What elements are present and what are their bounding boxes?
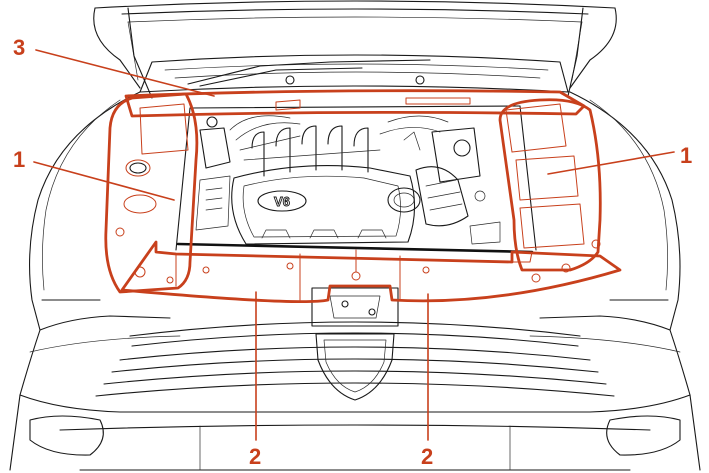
- windscreen-cowl: [139, 54, 569, 93]
- highlighted-parts: [104, 89, 622, 304]
- open-bonnet: [93, 0, 617, 99]
- leader-lines: [33, 49, 675, 441]
- scuttle-cover: [124, 89, 586, 118]
- front-fascia: [19, 287, 691, 471]
- right-wing: [569, 91, 701, 471]
- front-panel-cover: [120, 240, 622, 304]
- left-side-cover: [104, 92, 199, 294]
- grille-badge: [315, 333, 395, 401]
- engine-cover: [231, 165, 416, 245]
- engine-bay: V6: [175, 105, 537, 254]
- leader-1-left: [33, 161, 175, 201]
- callout-1-left: 1: [13, 147, 25, 172]
- callouts: 3 1 1 2 2: [13, 35, 692, 469]
- callout-3: 3: [13, 35, 25, 60]
- callout-1-right: 1: [680, 143, 692, 168]
- right-side-cover: [498, 98, 602, 272]
- leader-3: [35, 49, 215, 97]
- callout-2-right: 2: [421, 444, 433, 469]
- engine-badge: V6: [274, 194, 290, 209]
- callout-2-left: 2: [249, 444, 261, 469]
- left-wing: [9, 91, 141, 471]
- leader-1-right: [547, 151, 675, 175]
